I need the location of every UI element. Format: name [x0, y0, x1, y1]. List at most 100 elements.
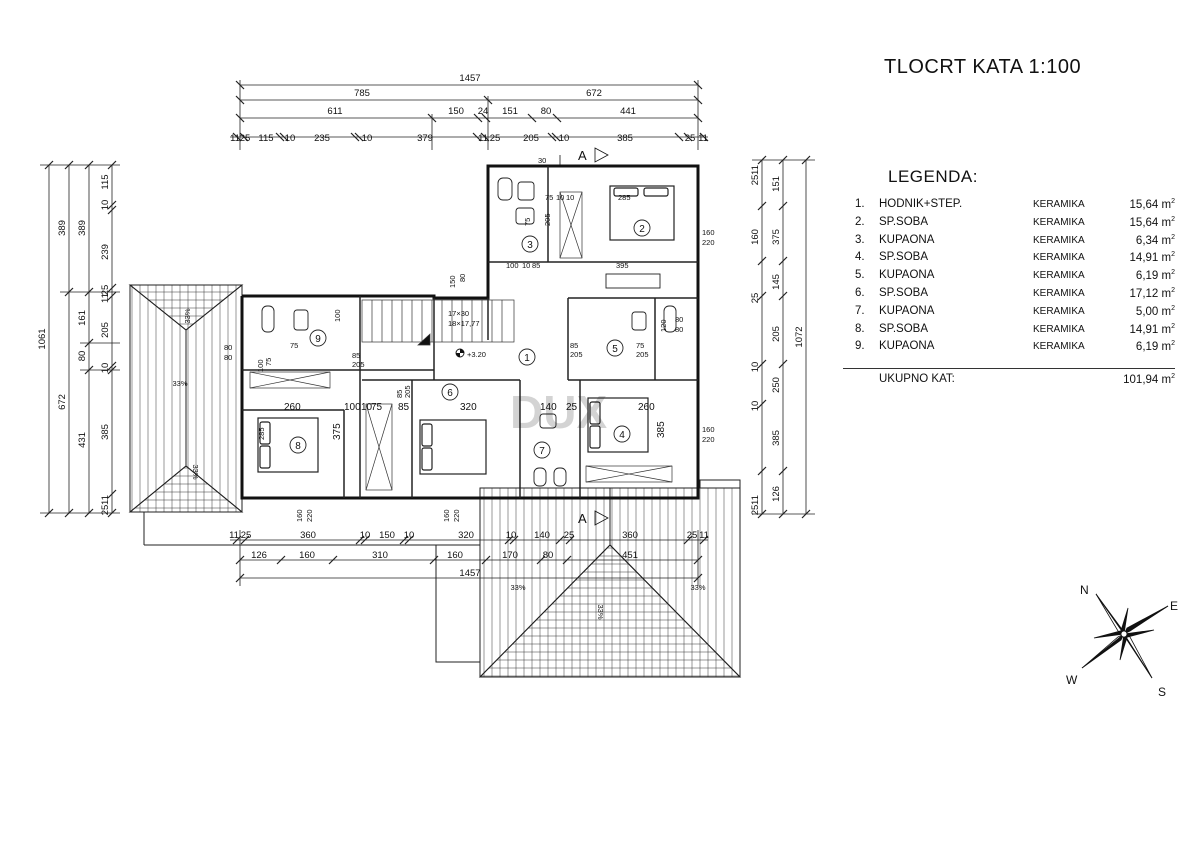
svg-text:33%: 33% — [690, 583, 705, 592]
svg-text:140: 140 — [540, 402, 557, 413]
room-number-4: 4 — [619, 430, 625, 441]
legend-row: 5. KUPAONA KERAMIKA 6,19 m2 — [855, 269, 1175, 283]
svg-text:11: 11 — [230, 133, 240, 144]
svg-text:10: 10 — [750, 362, 761, 373]
svg-text:10: 10 — [404, 530, 415, 541]
svg-text:385: 385 — [656, 421, 667, 438]
room-number-7: 7 — [539, 446, 545, 457]
svg-text:11: 11 — [100, 495, 111, 505]
svg-text:10: 10 — [506, 530, 517, 541]
svg-text:80: 80 — [224, 353, 232, 362]
svg-text:18×17,77: 18×17,77 — [448, 319, 480, 328]
roof-bottom-slopes: 33% 33% 33% — [510, 583, 705, 620]
svg-text:10: 10 — [361, 402, 373, 413]
svg-text:25: 25 — [750, 293, 761, 304]
svg-text:360: 360 — [622, 530, 638, 541]
watermark: DUX — [510, 386, 607, 438]
svg-text:10: 10 — [362, 133, 373, 144]
svg-text:A: A — [578, 148, 587, 163]
svg-text:385: 385 — [617, 133, 633, 144]
svg-text:25: 25 — [100, 285, 111, 296]
svg-text:33%: 33% — [510, 583, 525, 592]
svg-text:115: 115 — [100, 174, 111, 189]
svg-text:10: 10 — [522, 261, 530, 270]
compass-n: N — [1080, 583, 1089, 597]
svg-text:205: 205 — [523, 133, 539, 144]
svg-text:25: 25 — [750, 505, 761, 516]
svg-text:25: 25 — [687, 530, 698, 541]
svg-text:85: 85 — [570, 341, 578, 350]
room-number-1: 1 — [524, 353, 530, 364]
bed-room-4 — [587, 397, 649, 453]
svg-text:375: 375 — [771, 229, 782, 245]
svg-text:75: 75 — [371, 402, 383, 413]
svg-text:320: 320 — [458, 530, 474, 541]
svg-text:120: 120 — [659, 319, 668, 332]
svg-text:100: 100 — [344, 402, 361, 413]
legend-total: UKUPNO KAT: 101,94 m2 — [879, 373, 1175, 386]
legend-row: 6. SP.SOBA KERAMIKA 17,12 m2 — [855, 286, 1175, 300]
svg-text:250: 250 — [771, 377, 782, 393]
svg-text:672: 672 — [586, 88, 602, 99]
svg-text:260: 260 — [638, 402, 655, 413]
svg-text:11: 11 — [699, 530, 709, 541]
top-dimensions — [230, 80, 709, 150]
svg-text:25: 25 — [241, 530, 252, 541]
svg-text:75: 75 — [545, 193, 553, 202]
svg-text:DUX: DUX — [510, 386, 607, 438]
svg-text:145: 145 — [771, 274, 782, 290]
legend-row: 4. SP.SOBA KERAMIKA 14,91 m2 — [855, 251, 1175, 265]
svg-text:672: 672 — [57, 394, 68, 410]
svg-text:220: 220 — [452, 509, 461, 522]
svg-text:150: 150 — [448, 106, 464, 117]
svg-text:160: 160 — [299, 550, 315, 561]
interior-walls — [242, 166, 698, 498]
svg-text:151: 151 — [502, 106, 518, 117]
svg-text:160: 160 — [702, 228, 715, 237]
svg-text:10: 10 — [360, 530, 371, 541]
svg-text:160: 160 — [750, 229, 761, 245]
legend-row: 8. SP.SOBA KERAMIKA 14,91 m2 — [855, 322, 1175, 336]
svg-text:451: 451 — [622, 550, 638, 561]
svg-text:161: 161 — [77, 310, 88, 326]
room-number-8: 8 — [295, 441, 301, 452]
legend-heading: LEGENDA: — [888, 167, 978, 186]
bathroom-fixtures — [261, 177, 677, 487]
svg-text:1072: 1072 — [794, 326, 805, 347]
total-label: UKUPNO KAT: — [879, 373, 955, 385]
svg-text:80: 80 — [541, 106, 552, 117]
roof-left-slopes: 33% 33% 33% — [172, 308, 200, 480]
stair-notes: 17×30 18×17,77 — [448, 309, 480, 328]
beds — [257, 185, 675, 475]
svg-text:220: 220 — [702, 435, 715, 444]
window-markers: 160 220 160 220 160 220 — [295, 228, 715, 522]
svg-text:33%: 33% — [172, 379, 187, 388]
svg-text:11: 11 — [100, 293, 111, 303]
roof-bottom — [435, 479, 742, 678]
svg-text:80: 80 — [224, 343, 232, 352]
legend-row: 3. KUPAONA KERAMIKA 6,34 m2 — [855, 233, 1175, 247]
section-marker-bottom: A — [578, 510, 609, 526]
svg-text:205: 205 — [403, 385, 412, 398]
svg-text:151: 151 — [771, 176, 782, 192]
svg-text:375: 375 — [332, 423, 343, 440]
svg-text:85: 85 — [352, 351, 360, 360]
svg-text:25: 25 — [240, 133, 251, 144]
room-number-3: 3 — [527, 240, 533, 251]
svg-text:360: 360 — [300, 530, 316, 541]
staircase — [361, 299, 515, 346]
svg-text:+3.20: +3.20 — [467, 350, 486, 359]
svg-text:80: 80 — [675, 315, 683, 324]
svg-text:33%: 33% — [191, 464, 200, 479]
svg-text:10: 10 — [559, 133, 570, 144]
legend-row: 2. SP.SOBA KERAMIKA 15,64 m2 — [855, 215, 1175, 229]
svg-text:285: 285 — [618, 193, 631, 202]
bed-room-8 — [257, 417, 319, 473]
svg-text:260: 260 — [284, 402, 301, 413]
top-dimension-text: 1457 785 672 611 150 24 151 80 441 11 25… — [230, 73, 708, 144]
svg-text:25: 25 — [566, 402, 578, 413]
inner-dimensions: 75 10 10 285 75 205 100 10 85 395 150 80… — [224, 156, 715, 444]
svg-text:30: 30 — [538, 156, 546, 165]
svg-text:100: 100 — [256, 359, 265, 372]
